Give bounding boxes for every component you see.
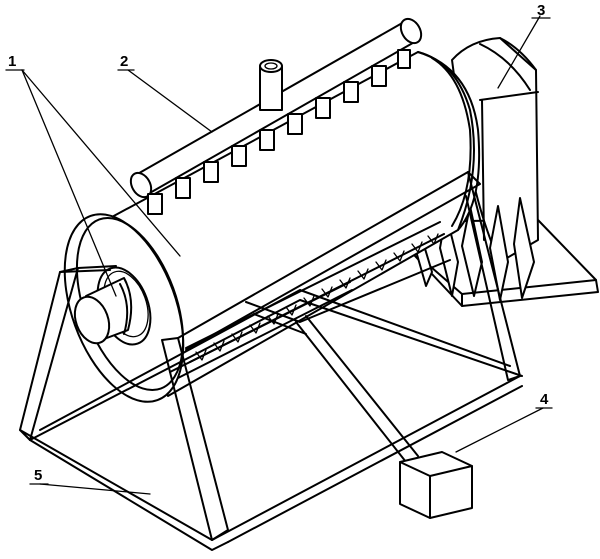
label-2: 2 [120, 53, 128, 70]
label-4: 4 [540, 391, 549, 408]
leader-lines [21, 15, 544, 495]
control-box [399, 451, 473, 519]
support-frame [19, 171, 523, 551]
pipe-nozzles [147, 49, 411, 215]
reference-labels: 1 2 3 4 5 [5, 2, 553, 485]
label-5: 5 [34, 467, 42, 484]
drum-body [109, 51, 481, 397]
label-1: 1 [8, 53, 16, 70]
label-3: 3 [537, 2, 545, 19]
front-hub [73, 277, 133, 345]
